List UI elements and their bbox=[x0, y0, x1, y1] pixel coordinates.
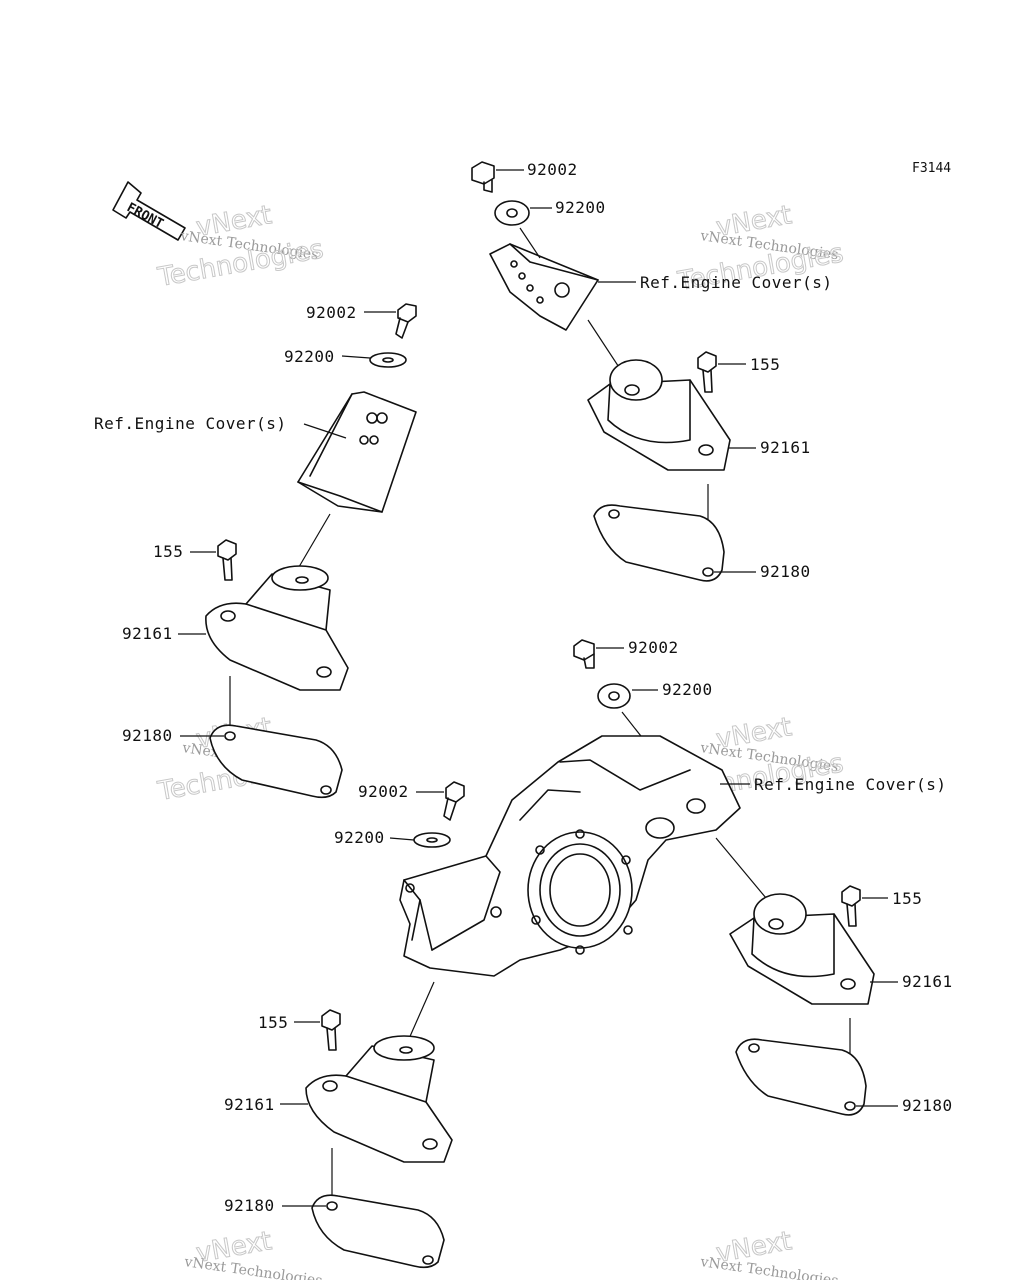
bracket-top-left bbox=[297, 391, 417, 513]
bolt-92002-center-left bbox=[416, 781, 465, 821]
washer-92200-left bbox=[341, 352, 407, 368]
callout-92180-left: 92180 bbox=[122, 726, 173, 745]
front-arrow-icon: FRONT bbox=[112, 181, 186, 241]
plate-92180-left bbox=[180, 724, 343, 799]
watermark: vNext vNext Technologies Technologies bbox=[155, 200, 327, 294]
mount-92161-top-right bbox=[587, 359, 756, 471]
mount-92161-right bbox=[729, 893, 898, 1005]
plate-92180-right bbox=[735, 1038, 898, 1116]
callout-92200-center-top: 92200 bbox=[662, 680, 713, 699]
figure-code: F3144 bbox=[912, 161, 951, 176]
callout-92161-right: 92161 bbox=[902, 972, 953, 991]
bracket-top-right bbox=[489, 227, 636, 331]
callout-155-top: 155 bbox=[750, 355, 780, 374]
mount-92161-left bbox=[178, 565, 349, 691]
washer-92200-top bbox=[494, 200, 552, 226]
plate-92180-top-right bbox=[593, 504, 756, 582]
callout-ref-cover-center: Ref.Engine Cover(s) bbox=[754, 775, 947, 794]
plate-92180-bottom bbox=[282, 1194, 445, 1269]
bolt-155-top-right bbox=[697, 351, 746, 393]
callout-92161-bottom: 92161 bbox=[224, 1095, 275, 1114]
callout-155-left: 155 bbox=[153, 542, 183, 561]
engine-case bbox=[399, 735, 750, 977]
watermark: vNext vNext Technologies bbox=[698, 1226, 839, 1280]
callout-ref-cover-left: Ref.Engine Cover(s) bbox=[94, 414, 287, 433]
bolt-155-bottom bbox=[294, 1009, 341, 1051]
bolt-92002-center-top bbox=[573, 639, 624, 669]
callout-92002-center-top: 92002 bbox=[628, 638, 679, 657]
watermark: vNext vNext Technologies bbox=[182, 1226, 323, 1280]
callout-92200-top: 92200 bbox=[555, 198, 606, 217]
callout-92200-left: 92200 bbox=[284, 347, 335, 366]
callout-92180-top: 92180 bbox=[760, 562, 811, 581]
callout-92161-top: 92161 bbox=[760, 438, 811, 457]
mount-92161-bottom bbox=[280, 1035, 453, 1163]
callout-92002-top: 92002 bbox=[527, 160, 578, 179]
bolt-155-right bbox=[841, 885, 888, 927]
washer-92200-center-left bbox=[389, 832, 451, 848]
callout-92002-center-left: 92002 bbox=[358, 782, 409, 801]
callout-155-bottom: 155 bbox=[258, 1013, 288, 1032]
bolt-92002-top bbox=[471, 161, 524, 193]
callout-155-right: 155 bbox=[892, 889, 922, 908]
callout-92200-center-left: 92200 bbox=[334, 828, 385, 847]
callout-ref-cover-top: Ref.Engine Cover(s) bbox=[640, 273, 833, 292]
callout-92161-left: 92161 bbox=[122, 624, 173, 643]
callout-92180-right: 92180 bbox=[902, 1096, 953, 1115]
washer-92200-center-top bbox=[597, 683, 658, 709]
callout-92180-bottom: 92180 bbox=[224, 1196, 275, 1215]
bolt-155-left bbox=[190, 539, 237, 581]
callout-92002-left: 92002 bbox=[306, 303, 357, 322]
bolt-92002-left bbox=[364, 303, 417, 339]
